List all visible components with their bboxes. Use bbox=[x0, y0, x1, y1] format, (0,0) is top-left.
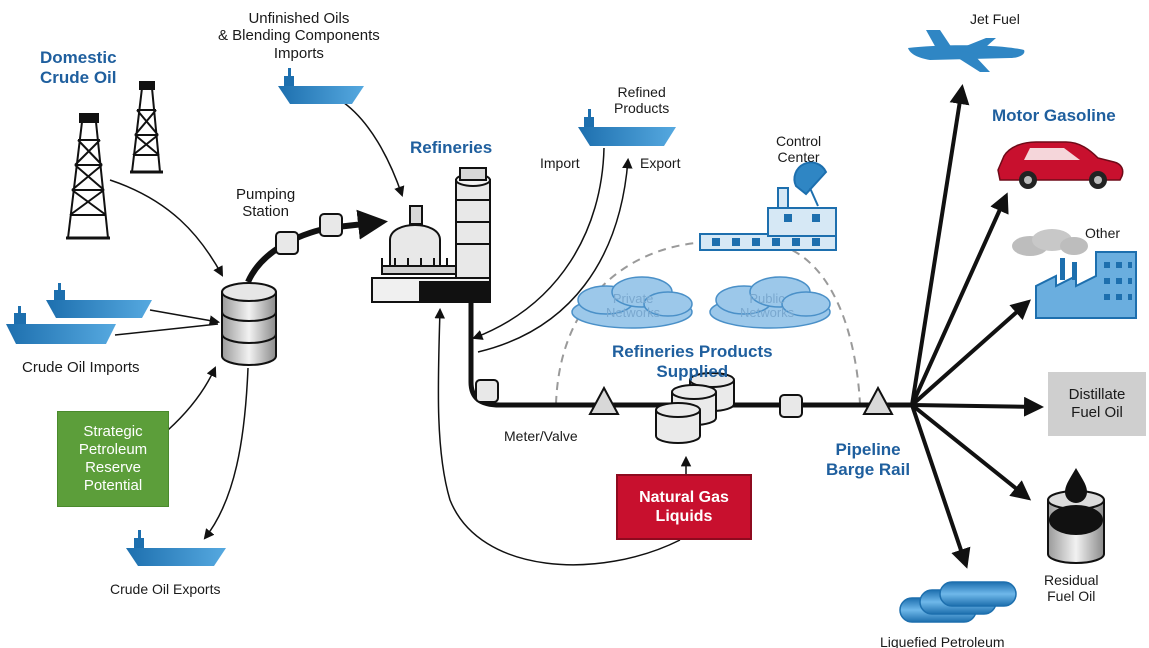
label-crude-oil-exports: Crude Oil Exports bbox=[110, 581, 221, 597]
tanker-ship-icon bbox=[578, 109, 676, 146]
label-domestic-crude-oil: Domestic Crude Oil bbox=[40, 48, 117, 87]
strategic-petroleum-reserve-box: Strategic Petroleum Reserve Potential bbox=[57, 411, 169, 507]
label-residual-fuel-oil: Residual Fuel Oil bbox=[1044, 572, 1099, 605]
label-jet-fuel: Jet Fuel bbox=[970, 11, 1020, 27]
label-motor-gasoline: Motor Gasoline bbox=[992, 106, 1116, 125]
label-public-networks: Public Networks bbox=[740, 291, 795, 321]
refinery-icon bbox=[371, 167, 491, 303]
label-refineries-products-supplied: Refineries Products Supplied bbox=[612, 342, 773, 381]
label-pumping-station: Pumping Station bbox=[236, 186, 296, 221]
jet-airplane-icon bbox=[908, 30, 1025, 72]
cloud-icon bbox=[571, 276, 693, 329]
label-other: Other bbox=[1085, 225, 1121, 241]
label-control-center: Control Center bbox=[776, 133, 822, 166]
oil-derrick-icon bbox=[130, 81, 163, 174]
natural-gas-liquids-box: Natural Gas Liquids bbox=[616, 474, 752, 540]
label-crude-oil-imports: Crude Oil Imports bbox=[22, 359, 140, 376]
car-icon bbox=[997, 141, 1124, 189]
control-center-icon bbox=[699, 187, 837, 251]
valve-triangle-icon bbox=[588, 385, 894, 415]
label-liquefied-petroleum: Liquefied Petroleum bbox=[880, 634, 1005, 648]
label-refineries: Refineries bbox=[410, 138, 493, 157]
storage-tanks-icon bbox=[655, 372, 735, 444]
factory-icon bbox=[1012, 229, 1137, 319]
label-refined-products: Refined Products bbox=[614, 84, 670, 117]
pipe-cylinders-icon bbox=[899, 581, 1017, 623]
oil-barrel-icon bbox=[1047, 468, 1105, 564]
label-private-networks: Private Networks bbox=[606, 291, 661, 321]
oil-derrick-icon bbox=[66, 113, 110, 240]
label-meter-valve: Meter/Valve bbox=[504, 428, 578, 444]
tanker-ship-icon bbox=[278, 68, 364, 104]
flow-arrows bbox=[109, 99, 692, 566]
label-unfinished-oils: Unfinished Oils & Blending Components Im… bbox=[218, 10, 380, 62]
tanker-ship-icon bbox=[126, 530, 226, 566]
label-pipeline-barge-rail: Pipeline Barge Rail bbox=[826, 440, 911, 479]
network-links bbox=[555, 240, 861, 405]
satellite-dish-icon bbox=[793, 161, 828, 207]
label-export: Export bbox=[640, 155, 681, 171]
distillate-fuel-oil-box: Distillate Fuel Oil bbox=[1048, 372, 1146, 436]
tanker-ship-icon bbox=[6, 306, 116, 344]
storage-drum-icon bbox=[221, 282, 277, 366]
tanker-ship-icon bbox=[46, 283, 152, 318]
pump-box-icon bbox=[275, 213, 803, 418]
label-import: Import bbox=[540, 155, 580, 171]
cloud-icon bbox=[709, 276, 831, 329]
